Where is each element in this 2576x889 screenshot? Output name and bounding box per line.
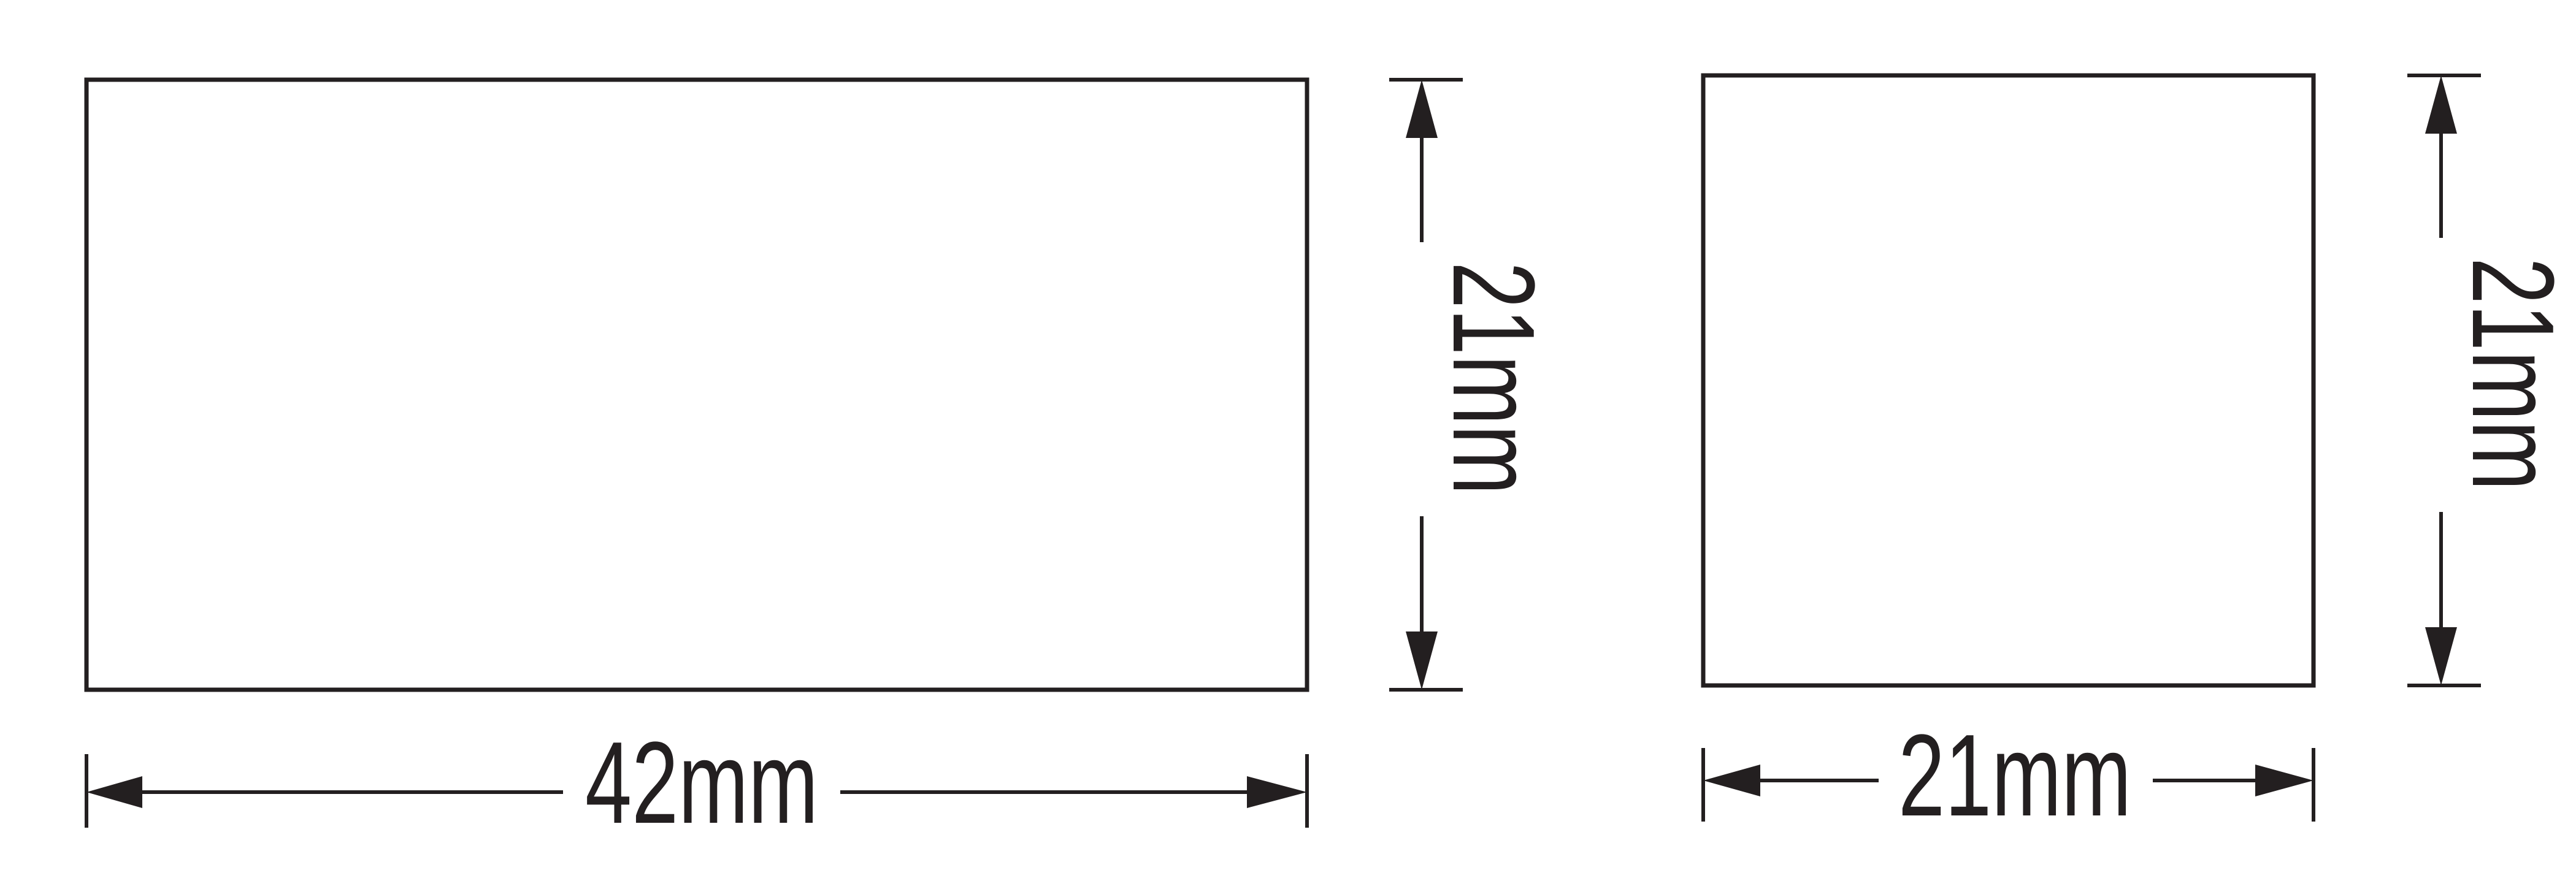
arrowhead-right bbox=[2255, 765, 2313, 796]
arrowhead-right bbox=[1247, 776, 1307, 808]
rectangle-figure: 42mm 21mm bbox=[84, 77, 1558, 848]
rectangle-width-dimension: 42mm bbox=[85, 718, 1309, 848]
arrowhead-left bbox=[1703, 765, 1760, 796]
square-width-dimension: 21mm bbox=[1701, 711, 2315, 841]
square-outline bbox=[1701, 73, 2316, 688]
square-figure: 21mm 21mm bbox=[1701, 73, 2576, 841]
arrowhead-up bbox=[1406, 80, 1438, 138]
rectangle-width-label: 42mm bbox=[585, 718, 818, 848]
arrowhead-down bbox=[1406, 631, 1438, 690]
arrowhead-down bbox=[2425, 627, 2457, 685]
square-height-label: 21mm bbox=[2448, 258, 2576, 490]
arrowhead-up bbox=[2425, 75, 2457, 134]
arrowhead-left bbox=[86, 776, 142, 808]
rectangle-outline bbox=[84, 77, 1309, 692]
square-width-label: 21mm bbox=[1898, 711, 2131, 841]
rectangle-height-dimension: 21mm bbox=[1389, 78, 1558, 692]
rectangle-height-label: 21mm bbox=[1428, 262, 1558, 495]
square-height-dimension: 21mm bbox=[2407, 74, 2576, 687]
